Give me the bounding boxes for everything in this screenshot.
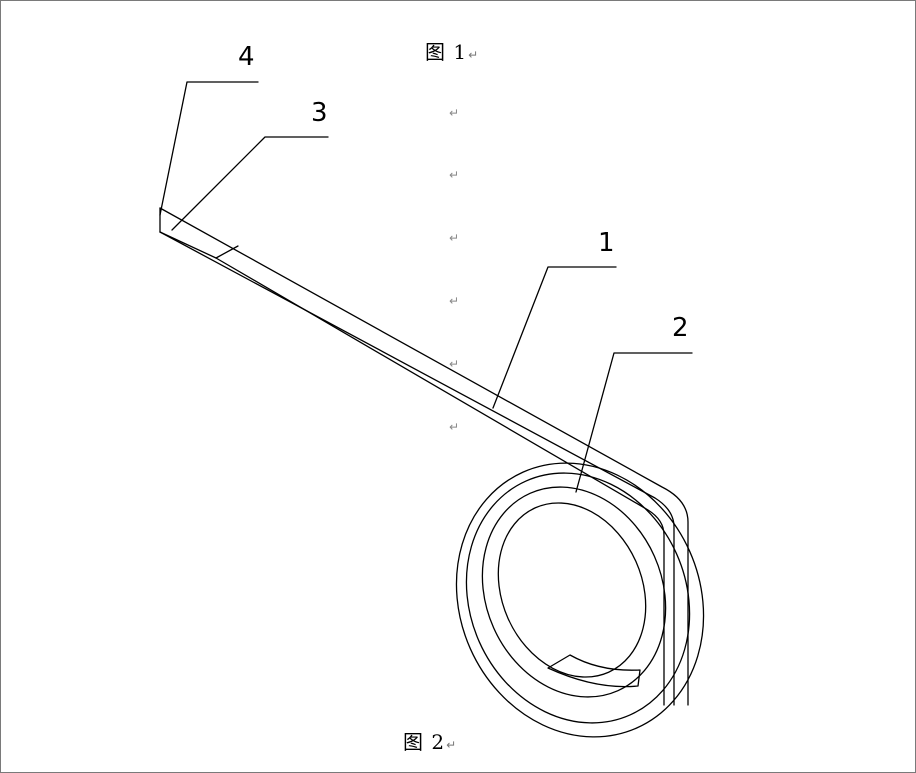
coil-middle-ring xyxy=(481,486,667,698)
coil-outer-rim xyxy=(455,462,705,738)
figure-1-caption: 图 1↵ xyxy=(425,36,479,65)
arm-tip-bevel xyxy=(159,231,217,259)
paragraph-mark: ↵ xyxy=(449,231,460,245)
paragraph-mark: ↵ xyxy=(449,168,460,182)
callout-label-3: 3 xyxy=(311,98,328,128)
arm-top-edge xyxy=(159,207,689,706)
figure-2-caption-text: 图 2 xyxy=(403,730,446,754)
callout-label-2: 2 xyxy=(672,313,689,343)
return-mark: ↵ xyxy=(446,738,458,752)
spring-coil xyxy=(455,462,705,738)
leader-line-1 xyxy=(492,266,617,409)
paragraph-mark: ↵ xyxy=(449,294,460,308)
paragraph-mark: ↵ xyxy=(449,357,460,371)
coil-outer-rim-inner xyxy=(465,472,691,724)
coil-inner-ring xyxy=(497,502,647,678)
paragraph-mark: ↵ xyxy=(449,106,460,120)
leader-line-2 xyxy=(575,352,693,493)
paragraph-mark: ↵ xyxy=(449,420,460,434)
figure-1-caption-text: 图 1 xyxy=(425,40,468,64)
leader-line-4 xyxy=(159,81,259,216)
arm-upper-face-edge xyxy=(159,231,675,706)
figure-2-caption: 图 2↵ xyxy=(403,726,457,755)
arm-tip-chamfer-line xyxy=(215,245,239,259)
leader-lines xyxy=(159,81,693,493)
leader-line-3 xyxy=(171,136,329,231)
coil-end-tab xyxy=(547,654,641,688)
callout-label-4: 4 xyxy=(238,42,255,72)
callout-label-1: 1 xyxy=(598,228,615,258)
arm-lower-edge xyxy=(215,257,665,706)
return-mark: ↵ xyxy=(468,48,480,62)
arm-strip xyxy=(159,207,689,706)
